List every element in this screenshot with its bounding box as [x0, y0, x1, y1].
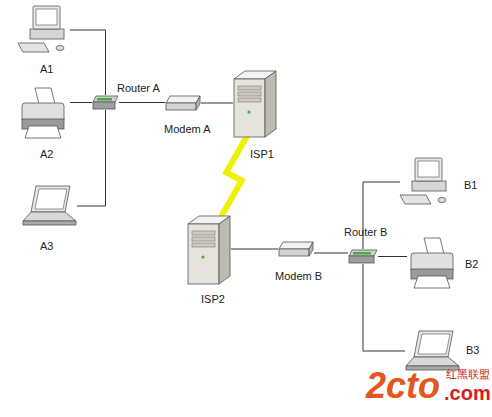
monitor-screen [36, 9, 57, 25]
modem-node: Modem B [278, 241, 314, 257]
device-label: Router A [117, 82, 160, 94]
network-cable [363, 182, 400, 249]
computer-icon [400, 157, 450, 207]
modem-body [279, 249, 309, 256]
modem-icon [278, 241, 314, 257]
drive-bay [192, 237, 215, 241]
output-paper [25, 126, 61, 138]
modem-icon [165, 95, 201, 111]
computer-node: B1 [400, 157, 450, 207]
desktop-base [30, 29, 64, 39]
router-top [349, 250, 377, 256]
router-node: Router A [92, 95, 119, 110]
router-body [349, 256, 374, 263]
paper-shape [424, 238, 444, 254]
monitor-shape [415, 158, 442, 181]
network-cable [70, 102, 92, 103]
device-label: B3 [466, 344, 479, 356]
device-label: ISP1 [250, 148, 274, 160]
router-top [93, 96, 118, 102]
device-label: Modem B [275, 270, 322, 282]
server-side [219, 216, 230, 284]
device-label: A3 [40, 240, 53, 252]
drive-bay [192, 243, 215, 247]
modem-top [279, 242, 313, 249]
router-icon [92, 95, 119, 110]
drive-bay [192, 231, 215, 235]
network-cable [201, 103, 233, 104]
device-label: Router B [344, 226, 387, 238]
router-node: Router B [348, 249, 378, 264]
modem-top [166, 96, 200, 103]
laptop-base [23, 212, 76, 221]
device-label: Modem A [164, 123, 210, 135]
mouse-shape [438, 198, 446, 203]
printer-node: B2 [407, 238, 457, 290]
laptop-lid [31, 186, 70, 212]
power-light [201, 255, 204, 258]
watermark-text: .com [444, 383, 491, 403]
laptop-screen [35, 189, 67, 209]
drive-bay [238, 86, 261, 90]
laptop-edge [23, 221, 76, 225]
power-light [247, 110, 250, 113]
device-label: A2 [40, 148, 53, 160]
device-label: ISP2 [201, 293, 225, 305]
server-node: ISP2 [187, 215, 231, 285]
laptop-node: B3 [405, 330, 460, 372]
router-light [97, 98, 112, 101]
wireless-link [221, 136, 247, 217]
network-cable [77, 110, 106, 206]
desktop-base [412, 181, 446, 191]
modem-body [166, 103, 196, 110]
router-light [353, 252, 371, 255]
computer-node: A1 [18, 5, 70, 55]
drive-bay [238, 92, 261, 96]
network-cable [378, 256, 407, 257]
printer-icon [407, 238, 457, 290]
keyboard-shape [18, 43, 49, 52]
keyboard-shape [400, 195, 431, 204]
monitor-screen [418, 161, 439, 177]
device-label: B1 [464, 179, 477, 191]
router-body [93, 102, 115, 109]
device-label: B2 [465, 258, 478, 270]
drive-bay [238, 98, 261, 102]
printer-node: A2 [18, 88, 70, 140]
mouse-shape [56, 46, 64, 51]
laptop-lid [414, 331, 453, 357]
network-cable [70, 30, 106, 95]
laptop-screen [418, 334, 450, 354]
network-cable [314, 253, 348, 254]
server-icon [187, 215, 231, 285]
computer-icon [18, 5, 70, 55]
modem-side [196, 96, 200, 110]
laptop-icon [22, 185, 77, 227]
server-front [234, 79, 265, 137]
server-side [265, 71, 276, 137]
device-label: A1 [40, 63, 53, 75]
laptop-base [406, 357, 459, 366]
router-icon [348, 249, 378, 264]
server-icon [233, 70, 277, 138]
output-paper [414, 276, 450, 288]
modem-node: Modem A [165, 95, 201, 111]
watermark-text: 红黑联盟 [446, 369, 490, 380]
server-front [188, 224, 219, 284]
network-cable [119, 102, 165, 103]
monitor-shape [33, 6, 60, 29]
modem-side [309, 242, 313, 256]
watermark-text: 2cto [366, 368, 440, 404]
laptop-node: A3 [22, 185, 77, 227]
paper-shape [35, 88, 55, 104]
printer-icon [18, 88, 70, 140]
laptop-icon [405, 330, 460, 372]
network-cable [231, 249, 278, 250]
server-node: ISP1 [233, 70, 277, 138]
network-cable [363, 264, 405, 351]
